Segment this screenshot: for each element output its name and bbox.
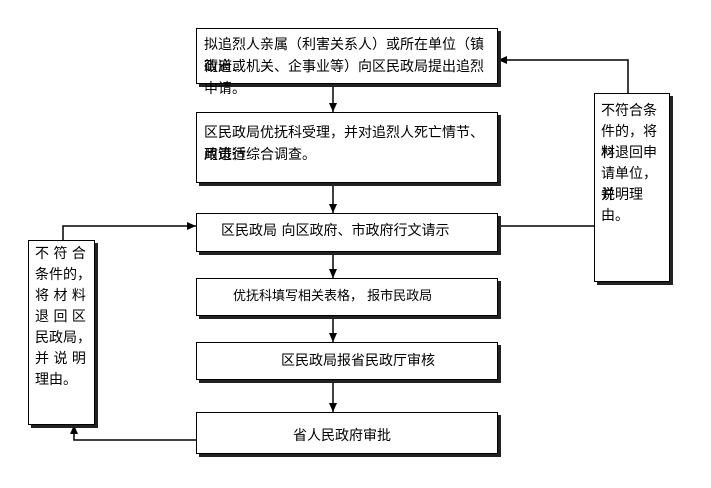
right-rejection-note: 不符合条 件的，将材 料退回申 请单位，并 说明理由。 [594,93,670,282]
step-6-approval: 省人民政府审批 [196,412,498,454]
step-5-line-1: 区民政局报省民政厅审核 [281,353,435,369]
left-loop-in [70,425,196,441]
step-1-line-2: 街道、机关、企事业等）向区民政局提出追烈申请。 [204,59,484,97]
right-loop-out [498,56,629,93]
step-6-line-1: 省人民政府审批 [293,428,391,444]
left-note-line-7: 理由。 [35,372,77,388]
right-note-line-5: 说明理由。 [601,187,643,224]
step-4-line-1: 优抚科填写相关表格， 报市民政局 [233,289,433,304]
step-2-line-2: 用进行综合调查。 [204,147,316,163]
left-note-line-1: 不 符 合 [35,246,86,262]
left-loop-out [62,222,196,240]
step-3-request: 区民政局 向区政府、市政府行文请示 [196,213,498,252]
left-note-line-5: 民政局， [35,330,91,346]
step-2-acceptance: 区民政局优抚科受理，并对追烈人死亡情节、政策适 用进行综合调查。 [196,112,498,183]
right-note-line-2: 件的，将材 [601,124,657,161]
step-1-line-1: 拟追烈人亲属（利害关系人）或所在单位（镇政府或 [204,37,484,75]
step-2-line-1: 区民政局优抚科受理，并对追烈人死亡情节、政策适 [204,125,484,163]
right-note-line-4: 请单位，并 [601,166,657,203]
left-rejection-note: 不 符 合 条件的， 将 材 料 退 回 区 民政局， 并 说 明 理由。 [28,240,95,425]
step-4-forms: 优抚科填写相关表格， 报市民政局 [196,278,498,316]
left-note-line-3: 将 材 料 [35,288,86,304]
left-note-line-2: 条件的， [35,267,91,283]
step-1-application: 拟追烈人亲属（利害关系人）或所在单位（镇政府或 街道、机关、企事业等）向区民政局… [196,28,498,97]
step-5-provincial-review: 区民政局报省民政厅审核 [196,342,498,380]
step-3-line-1: 区民政局 向区政府、市政府行文请示 [221,223,450,239]
left-note-line-4: 退 回 区 [35,309,86,325]
left-note-line-6: 并 说 明 [35,351,86,367]
right-note-line-3: 料退回申 [601,145,657,161]
right-note-line-1: 不符合条 [601,103,657,119]
